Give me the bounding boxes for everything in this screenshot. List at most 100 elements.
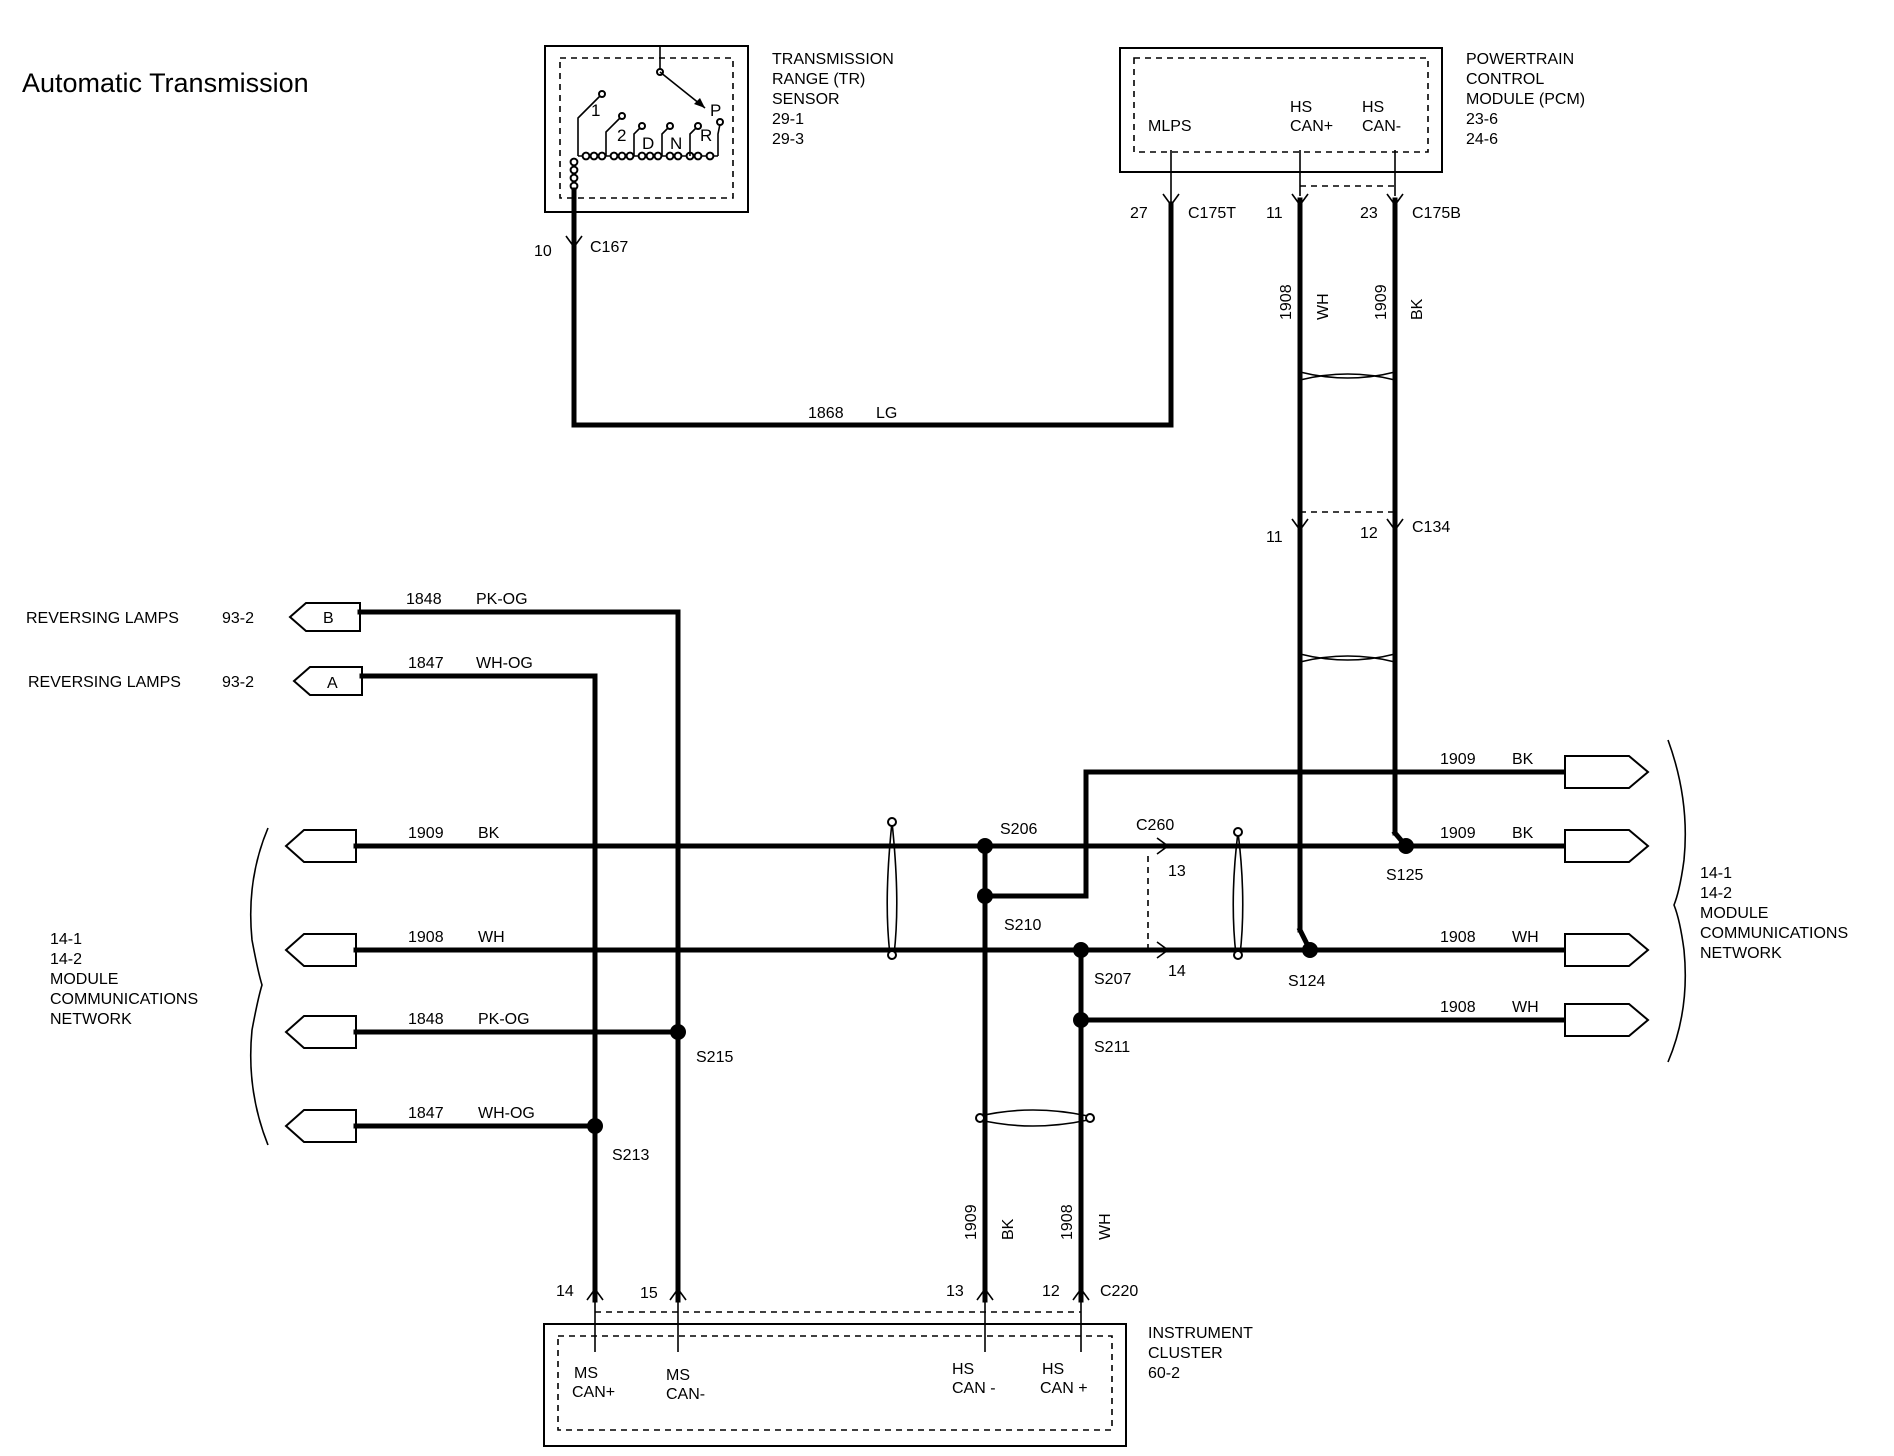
tr-pos-r: R: [700, 126, 712, 145]
splice-s125-label: S125: [1386, 867, 1423, 884]
cluster-term-hs-2: HS: [1042, 1361, 1064, 1378]
connector-tag-a-label: A: [327, 675, 338, 692]
wire-1908-ic-color: WH: [1097, 1213, 1114, 1240]
splice-s207: [1073, 942, 1089, 958]
splice-s211: [1073, 1012, 1089, 1028]
cluster-term-ms-2: MS: [666, 1367, 690, 1384]
cluster-name-2: CLUSTER: [1148, 1345, 1223, 1362]
connector-tag-b-label: B: [323, 610, 334, 627]
c134-name: C134: [1412, 519, 1450, 536]
tr-sensor: 1 2 D N R P: [544, 45, 749, 213]
wire-1909-ic-color: BK: [1000, 1218, 1017, 1240]
tr-sensor-name-1: TRANSMISSION: [772, 51, 894, 68]
left-network-2: 14-2: [50, 951, 82, 968]
diagram-title: Automatic Transmission: [22, 68, 309, 98]
right-network-2: 14-2: [1700, 885, 1732, 902]
splice-s215-label: S215: [696, 1049, 733, 1066]
c220-name: C220: [1100, 1283, 1138, 1300]
left-connector-bk: [284, 829, 357, 863]
wire-1868-num: 1868: [808, 405, 844, 422]
connector-tag-b: [288, 602, 361, 632]
wire-1908-v-num: 1908: [1278, 284, 1295, 320]
reversing-lamps-a-label: REVERSING LAMPS: [28, 674, 181, 691]
left-connector-whog: [284, 1109, 357, 1143]
wire-1909-l-num: 1909: [408, 825, 444, 842]
left-connector-wh: [284, 933, 357, 967]
c175b-pin-b: 23: [1360, 205, 1378, 222]
tr-pos-d: D: [642, 134, 654, 153]
wire-1847-l-num: 1847: [408, 1105, 444, 1122]
tr-pos-1: 1: [591, 101, 600, 120]
cluster-term-mscanp: CAN+: [572, 1384, 615, 1401]
left-brace: [249, 827, 269, 1146]
cluster-term-hscanm: CAN -: [952, 1380, 996, 1397]
reversing-lamps-a-ref: 93-2: [222, 674, 254, 691]
cluster-term-ms-1: MS: [574, 1365, 598, 1382]
left-network-5: NETWORK: [50, 1011, 132, 1028]
c175t-arrow: [1162, 193, 1180, 207]
wire-1848-top-color: PK-OG: [476, 591, 528, 608]
right-connector-wh-1: [1564, 933, 1650, 967]
splice-s211-label: S211: [1094, 1039, 1130, 1056]
tr-sensor-name-2: RANGE (TR): [772, 71, 865, 88]
wire-1908-l-num: 1908: [408, 929, 444, 946]
wire-1908-l-color: WH: [478, 929, 505, 946]
c260-arrow-a: [1156, 837, 1170, 855]
c220-arrow-12: [1072, 1287, 1090, 1301]
wire-1908-v-color: WH: [1315, 293, 1332, 320]
wire-1908-r2-color: WH: [1512, 999, 1539, 1016]
tr-pos-p: P: [710, 101, 721, 120]
splice-s215: [670, 1024, 686, 1040]
pcm-term-canm: CAN-: [1362, 118, 1401, 135]
c260-name: C260: [1136, 817, 1174, 834]
wire-1909-v-color: BK: [1409, 298, 1426, 320]
wire-1909-r1-color: BK: [1512, 751, 1534, 768]
c175b-pin-a: 11: [1266, 205, 1283, 222]
c167-pin: 10: [534, 243, 552, 260]
tr-pos-2: 2: [617, 126, 626, 145]
tr-pos-n: N: [670, 134, 682, 153]
c134-arrow-a: [1291, 518, 1309, 532]
wire-1848-l-color: PK-OG: [478, 1011, 530, 1028]
wire-1908-r1-color: WH: [1512, 929, 1539, 946]
c134-arrow-b: [1386, 518, 1404, 532]
c220-pin-15: 15: [640, 1285, 658, 1302]
wire-1848-l-num: 1848: [408, 1011, 444, 1028]
pcm-term-mlps: MLPS: [1148, 118, 1192, 135]
c167-name: C167: [590, 239, 628, 256]
c167-arrow: [565, 235, 583, 249]
c220-arrow-13: [976, 1287, 994, 1301]
pcm-ref-1: 23-6: [1466, 111, 1498, 128]
right-connector-wh-2: [1564, 1003, 1650, 1037]
pcm-name-1: POWERTRAIN: [1466, 51, 1574, 68]
splice-s210-label: S210: [1004, 917, 1041, 934]
pcm-module: [1119, 47, 1443, 173]
wire-1848-top-num: 1848: [406, 591, 442, 608]
left-network-3: MODULE: [50, 971, 118, 988]
c220-pin-14: 14: [556, 1283, 574, 1300]
c260-arrow-b: [1156, 941, 1170, 959]
splice-s213-label: S213: [612, 1147, 649, 1164]
wire-1868-color: LG: [876, 405, 897, 422]
left-network-4: COMMUNICATIONS: [50, 991, 198, 1008]
pcm-term-hs-2: HS: [1362, 99, 1384, 116]
tr-sensor-name-3: SENSOR: [772, 91, 840, 108]
wire-1909-l-color: BK: [478, 825, 500, 842]
cluster-ref: 60-2: [1148, 1365, 1180, 1382]
right-network-5: NETWORK: [1700, 945, 1782, 962]
wire-1909-r1-num: 1909: [1440, 751, 1476, 768]
pcm-term-hs-1: HS: [1290, 99, 1312, 116]
wire-1908-ic-num: 1908: [1059, 1204, 1076, 1240]
splice-s207-label: S207: [1094, 971, 1131, 988]
splice-s206: [977, 838, 993, 854]
wire-1908-r2-num: 1908: [1440, 999, 1476, 1016]
pcm-name-3: MODULE (PCM): [1466, 91, 1585, 108]
wire-1909-r2-color: BK: [1512, 825, 1534, 842]
tr-contacts: [569, 90, 724, 191]
right-connector-bk-2: [1564, 829, 1650, 863]
wire-1909-v-num: 1909: [1373, 284, 1390, 320]
c175b-name: C175B: [1412, 205, 1461, 222]
c175t-pin: 27: [1130, 205, 1148, 222]
splice-s206-label: S206: [1000, 821, 1037, 838]
tr-sensor-ref-1: 29-1: [772, 111, 804, 128]
